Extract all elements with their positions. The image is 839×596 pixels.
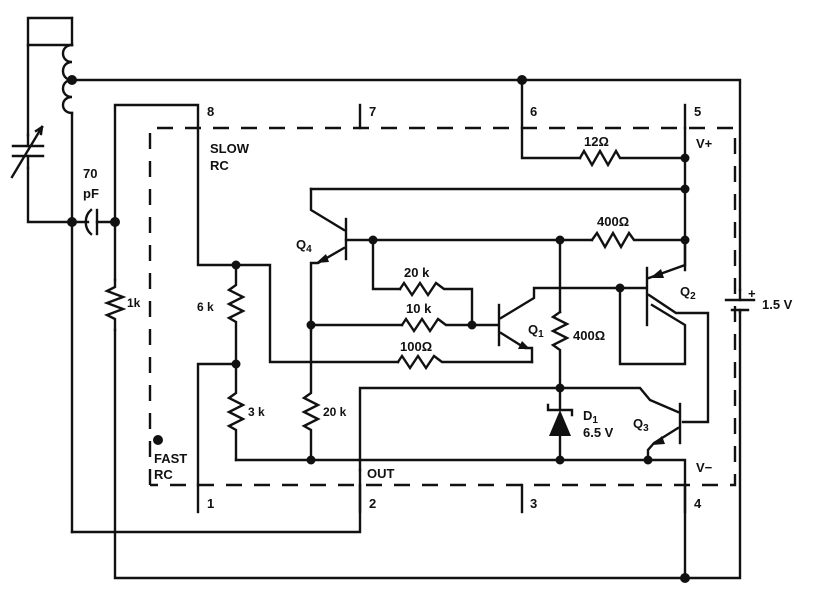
q2-label: Q2 [680,284,696,302]
resistor-1k-icon [103,278,127,332]
resistor-100-label: 100Ω [400,339,432,354]
top-rail-wire [70,78,742,292]
pin6-wire [520,126,582,160]
zener-diode-d1-icon [546,386,574,462]
resistor-20k-horiz-label: 20 k [404,265,430,280]
cap-value-label-1: 70 [83,166,97,181]
pin-1-label: 1 [207,496,214,511]
pin-8-label: 8 [207,104,214,119]
fast-rc-label-1: FAST [154,451,187,466]
resistor-20k-horiz-icon [398,280,474,327]
resistor-400-top-label: 400Ω [597,214,629,229]
resistor-20k-vert-icon [301,328,321,462]
resistor-3k-label: 3 k [248,405,265,419]
slow-rc-label-1: SLOW [210,141,250,156]
resistor-10k-label: 10 k [406,301,432,316]
capacitor-70pf-icon [70,208,117,236]
cap-value-label-2: pF [83,186,99,201]
zener-value-label: 6.5 V [583,425,614,440]
r20k-wire [371,238,402,291]
pin-3-label: 3 [530,496,537,511]
transistor-q2-icon [645,238,710,424]
q2-collector-loop [618,286,687,366]
inductor-icon [26,16,74,115]
battery-value-label: 1.5 V [762,297,793,312]
resistor-3k-icon [226,362,246,462]
ic-package-boundary [148,126,737,487]
resistor-100-icon [396,353,534,371]
vminus-label: V− [696,460,713,475]
pin-5-label: 5 [694,104,701,119]
resistor-6k-label: 6 k [197,300,214,314]
slow-rc-label-2: RC [210,158,229,173]
slow-rc-wire [196,126,238,267]
transistor-q4-icon [309,187,348,332]
resistor-400-top-icon [590,230,687,250]
bottom-return-wire [113,328,687,580]
pin8-wire [113,103,200,282]
vplus-label: V+ [696,136,713,151]
battery-return-wire [683,310,742,580]
variable-capacitor-icon [10,125,45,179]
resistor-400-mid-icon [550,310,570,390]
fast-rc-wire [196,362,238,487]
resistor-20k-vert-label: 20 k [323,405,347,419]
resistor-1k-label: 1k [127,296,141,310]
battery-icon [724,288,756,314]
tank-circuit [10,16,74,534]
resistor-400-mid-label: 400Ω [573,328,605,343]
resistor-12-icon [578,148,687,168]
pin-7-label: 7 [369,104,376,119]
pin-6-label: 6 [530,104,537,119]
fast-rc-label-2: RC [154,467,173,482]
resistor-6k-icon [226,263,246,366]
zener-label: D1 [583,408,598,426]
transistor-q3-icon [646,402,682,462]
out-label: OUT [367,466,395,481]
fast-rc-dot [153,435,163,445]
pin-2-label: 2 [369,496,376,511]
pin-4-label: 4 [694,496,702,511]
out-node-wire [358,386,680,472]
vminus-bus [234,458,687,580]
r100-wire [234,263,400,364]
resistor-12-label: 12Ω [584,134,609,149]
battery-plus-label: + [748,286,756,301]
q4-label: Q4 [296,237,312,255]
q3-label: Q3 [633,416,649,434]
q1-label: Q1 [528,322,544,340]
resistor-10k-icon [400,316,499,334]
transistor-q1-icon [497,286,622,364]
